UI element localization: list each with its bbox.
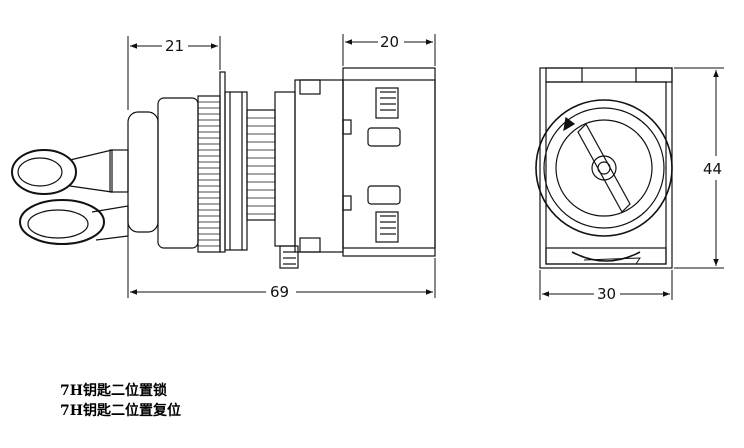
dimension-lines (127, 34, 436, 298)
caption-reset: 7H钥匙二位置复位 (60, 403, 181, 419)
front-view (535, 67, 673, 269)
front-dimension-lines (539, 67, 724, 300)
dim-label-30: 30 (597, 285, 616, 303)
dim-label-69: 69 (270, 283, 289, 301)
caption-lock: 7H钥匙二位置锁 (60, 383, 167, 399)
key-icon (11, 149, 129, 245)
dim-label-44: 44 (703, 160, 722, 178)
dim-label-20: 20 (380, 33, 399, 51)
dim-label-21: 21 (165, 37, 184, 55)
side-view (11, 67, 436, 269)
